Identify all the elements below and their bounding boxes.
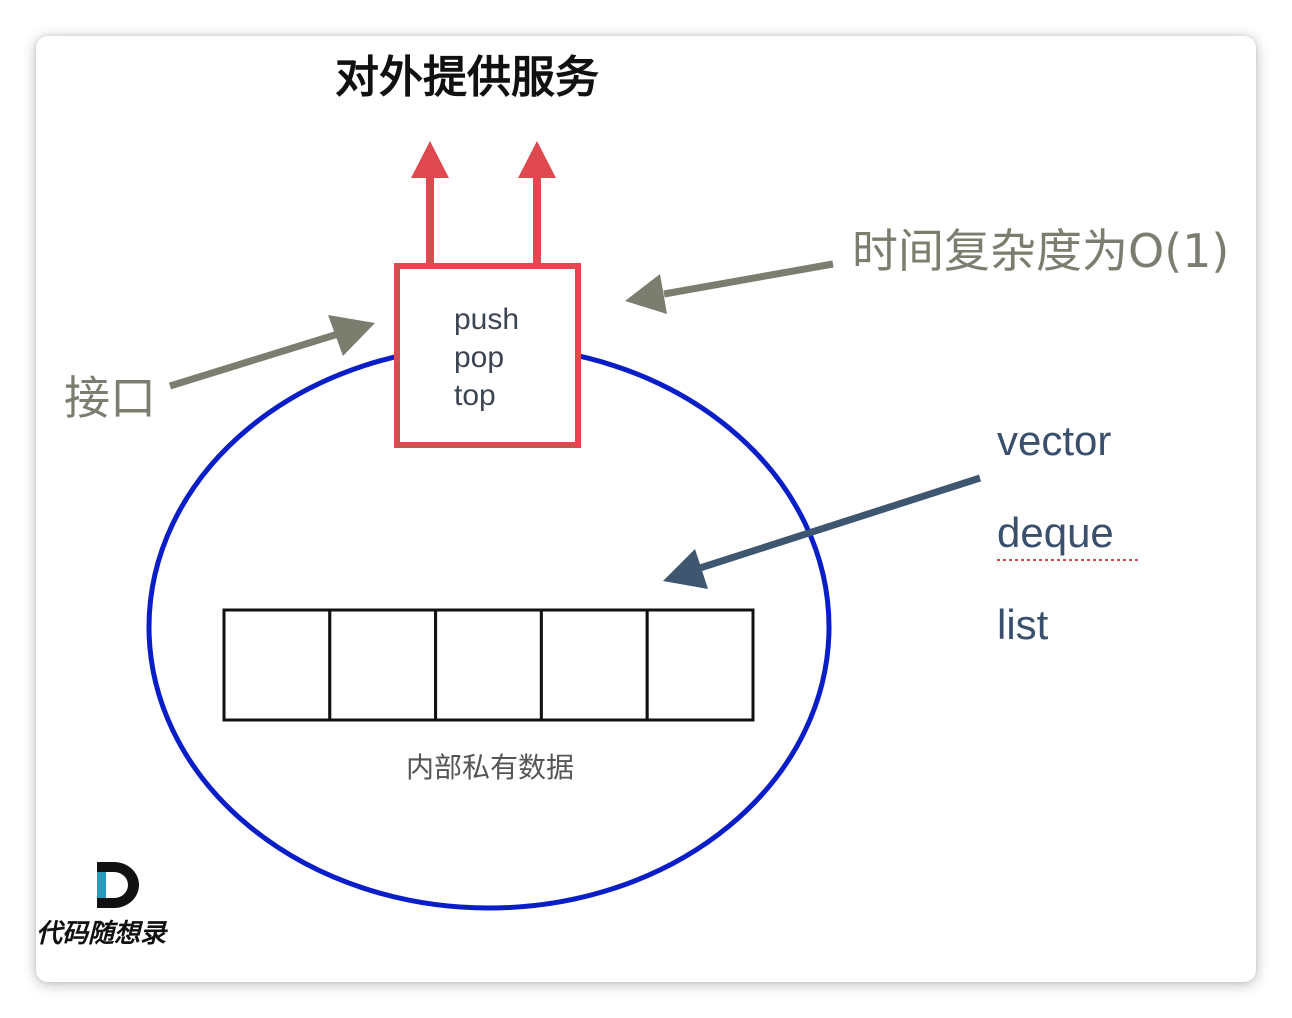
array-cell bbox=[328, 608, 438, 722]
interface-pointer-arrow bbox=[168, 315, 375, 390]
diagram-card bbox=[36, 36, 1256, 982]
interface-op-pop: pop bbox=[454, 341, 504, 374]
interface-op-push: push bbox=[454, 303, 519, 336]
container-deque: deque bbox=[997, 509, 1114, 556]
container-pointer-arrow bbox=[663, 474, 982, 589]
service-arrow-right-head bbox=[518, 141, 556, 178]
complexity-pointer-arrow bbox=[625, 260, 834, 314]
logo-mark-icon bbox=[97, 862, 139, 908]
diagram-title: 对外提供服务 bbox=[335, 52, 599, 103]
array-cell bbox=[434, 608, 543, 722]
array-cell bbox=[539, 608, 649, 722]
private-data-label: 内部私有数据 bbox=[406, 751, 574, 784]
interface-box bbox=[394, 263, 581, 448]
container-list: list bbox=[997, 601, 1049, 648]
interface-op-top: top bbox=[454, 379, 496, 412]
service-arrow-left-head bbox=[411, 141, 449, 178]
complexity-label: 时间复杂度为O(1) bbox=[852, 224, 1229, 278]
logo-text: 代码随想录 bbox=[36, 919, 169, 949]
private-data-array bbox=[222, 608, 755, 722]
logo: 代码随想录 bbox=[36, 862, 169, 949]
service-arrows bbox=[411, 141, 556, 265]
array-cell bbox=[645, 608, 755, 722]
container-vector: vector bbox=[997, 417, 1111, 464]
interface-label: 接口 bbox=[64, 371, 156, 425]
array-cell bbox=[222, 608, 332, 722]
